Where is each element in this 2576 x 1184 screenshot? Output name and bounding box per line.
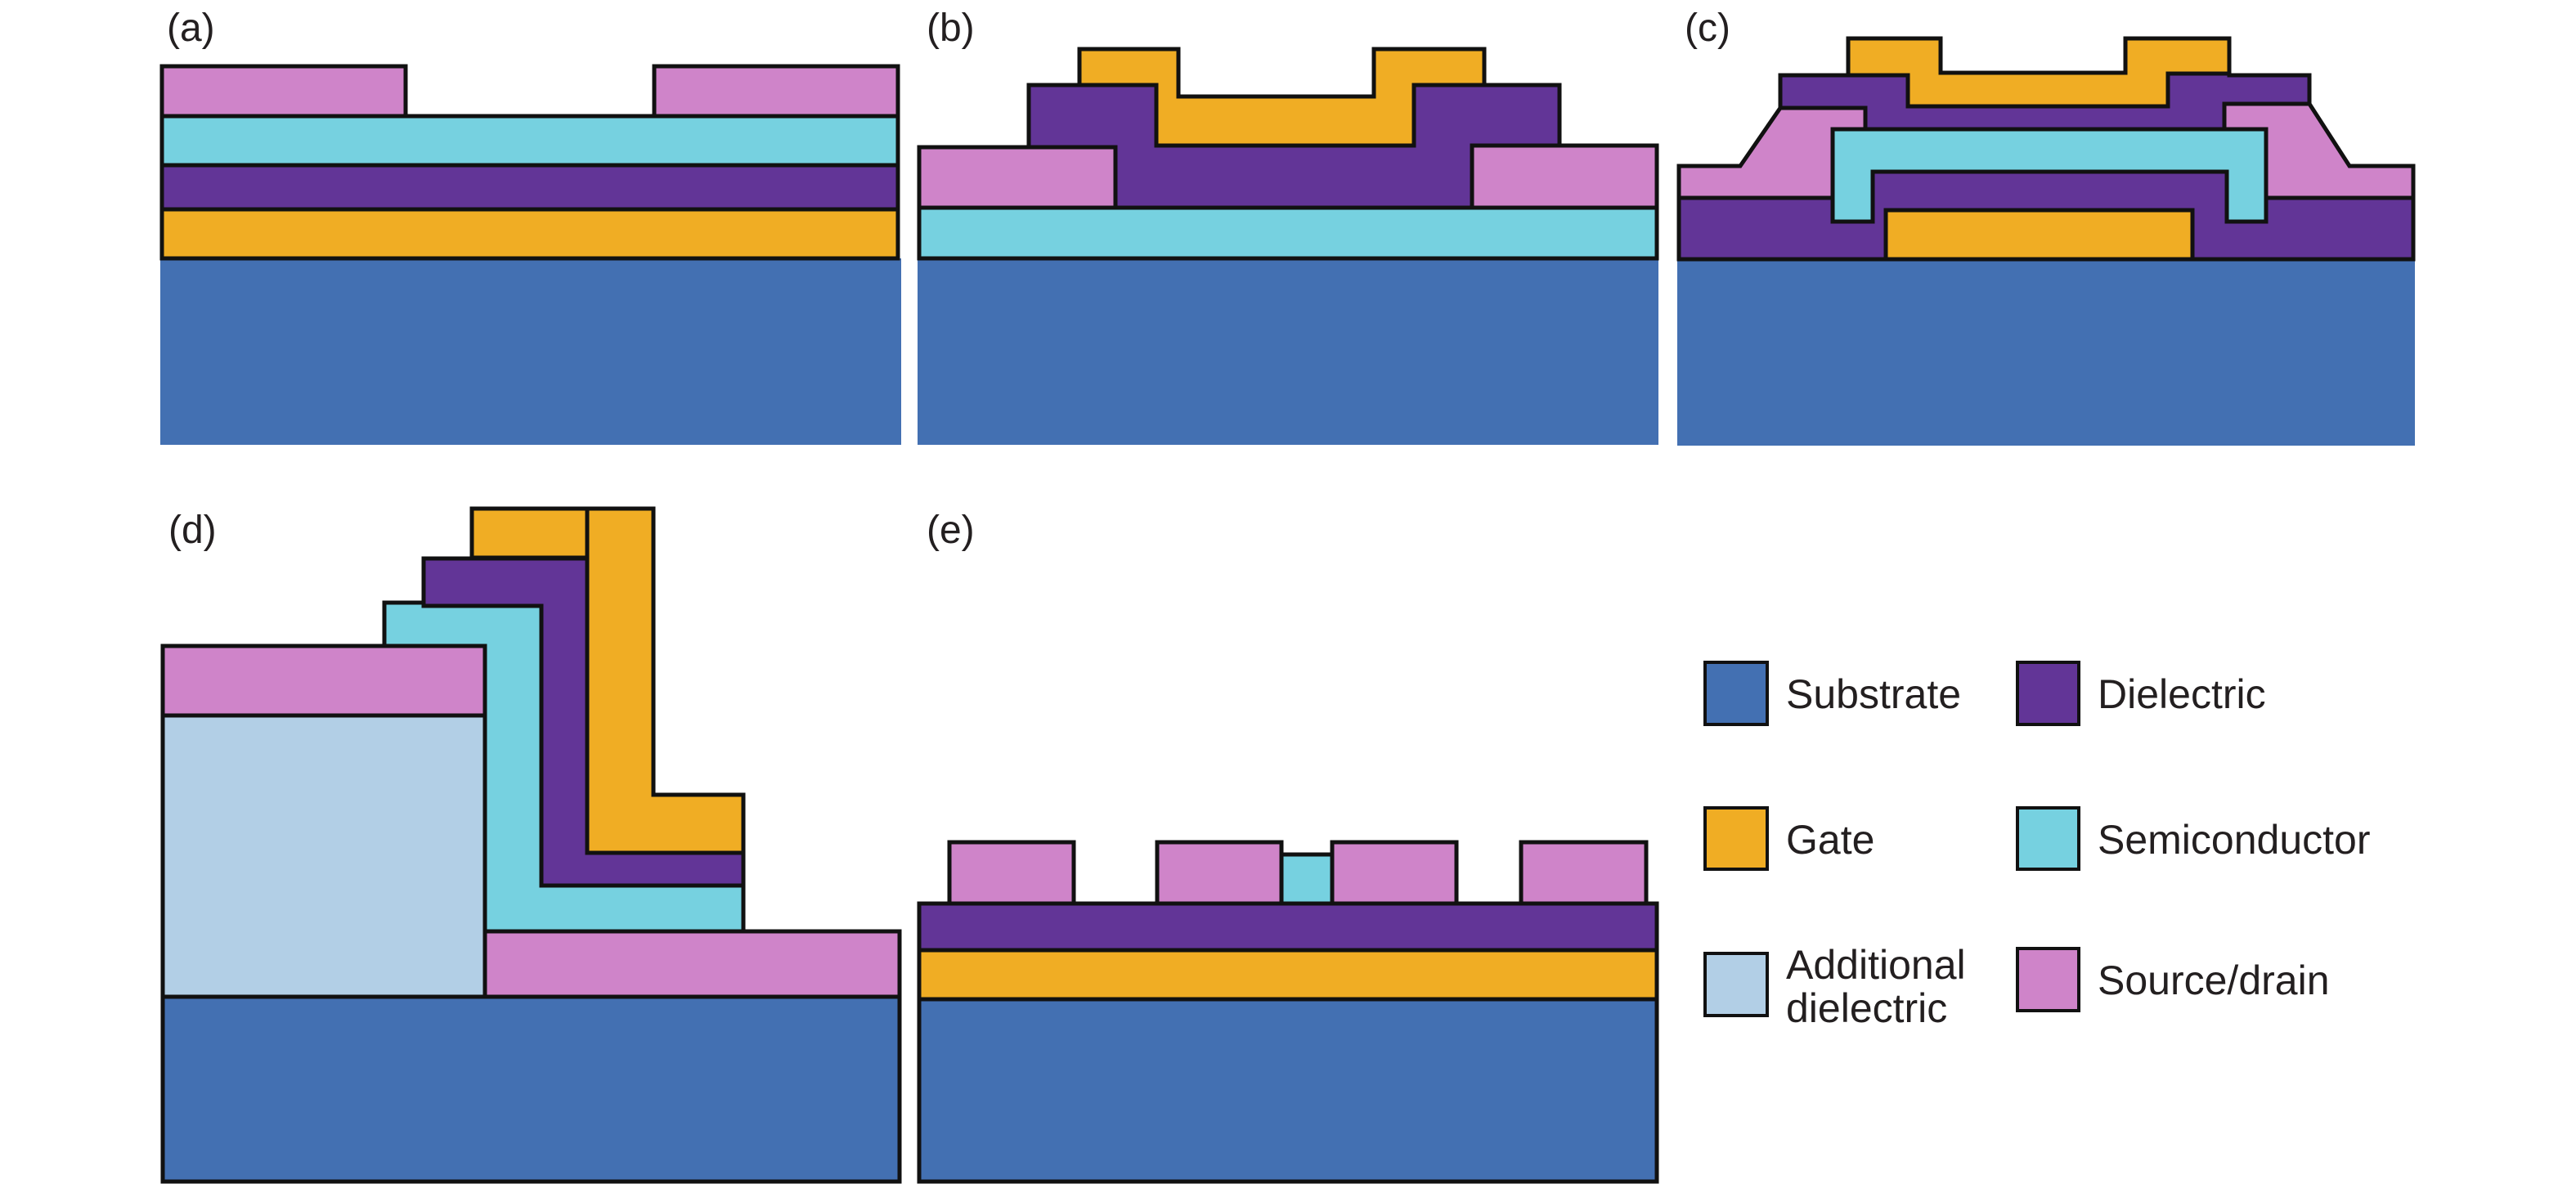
substrate-layer [160,258,901,445]
legend: Substrate Dielectric Gate Semiconductor … [1703,661,2371,1031]
legend-item-additional-dielectric: Additional dielectric [1703,942,1966,1031]
substrate-layer [160,994,902,1184]
source-electrode-1 [947,840,1076,906]
panel-label-d: (d) [168,509,217,552]
gate-electrode [1077,47,1487,148]
panel-e: (e) [917,509,1659,1184]
legend-label-gate: Gate [1786,817,1874,863]
top-gate-electrode [1846,36,2232,109]
legend-item-substrate: Substrate [1703,661,1961,726]
legend-label-dielectric: Dielectric [2098,671,2266,717]
legend-label-additional-dielectric-line2: dielectric [1786,985,1947,1031]
drain-electrode [482,929,902,999]
legend-item-gate: Gate [1703,806,1874,871]
drain-electrode [652,64,900,119]
substrate-layer [918,258,1658,445]
panel-label-e: (e) [927,509,975,552]
substrate-layer [1677,259,2415,446]
dielectric-layer [917,901,1659,953]
additional-dielectric-layer [160,713,487,999]
drain-electrode [1470,143,1659,210]
source-electrode [160,644,487,718]
legend-item-semiconductor: Semiconductor [2016,806,2371,871]
source-electrode-2 [1330,840,1459,906]
legend-item-dielectric: Dielectric [2016,661,2266,726]
semiconductor-layer [159,114,900,168]
legend-label-substrate: Substrate [1786,671,1961,717]
substrate-layer [917,997,1659,1184]
panel-b: (b) [917,7,1659,445]
semiconductor-channel [1279,852,1335,906]
gate-electrode [469,506,746,855]
panel-d: (d) [160,506,902,1184]
legend-swatch-semiconductor [2016,806,2080,871]
legend-swatch-dielectric [2016,661,2080,726]
legend-label-semiconductor: Semiconductor [2098,817,2371,863]
drain-electrode [2222,101,2416,200]
drain-electrode-1 [1155,840,1284,906]
legend-label-source-drain: Source/drain [2098,958,2330,1003]
panel-label-c: (c) [1685,7,1730,50]
dielectric-layer [159,163,900,212]
panel-label-b: (b) [927,7,975,50]
source-electrode [917,145,1118,210]
legend-label-additional-dielectric-line1: Additional [1786,942,1966,988]
semiconductor-layer [917,205,1659,261]
source-electrode [159,64,408,119]
legend-swatch-additional-dielectric [1703,952,1769,1017]
panel-c: (c) [1676,7,2416,446]
gate-layer [159,207,900,261]
bottom-gate-electrode [1883,208,2195,262]
legend-swatch-gate [1703,806,1769,871]
gate-layer [917,948,1659,1002]
legend-swatch-substrate [1703,661,1769,726]
legend-item-source-drain: Source/drain [2016,947,2330,1012]
panel-a: (a) [159,7,901,445]
panel-label-a: (a) [167,7,215,50]
drain-electrode-2 [1519,840,1649,906]
legend-swatch-source-drain [2016,947,2080,1012]
